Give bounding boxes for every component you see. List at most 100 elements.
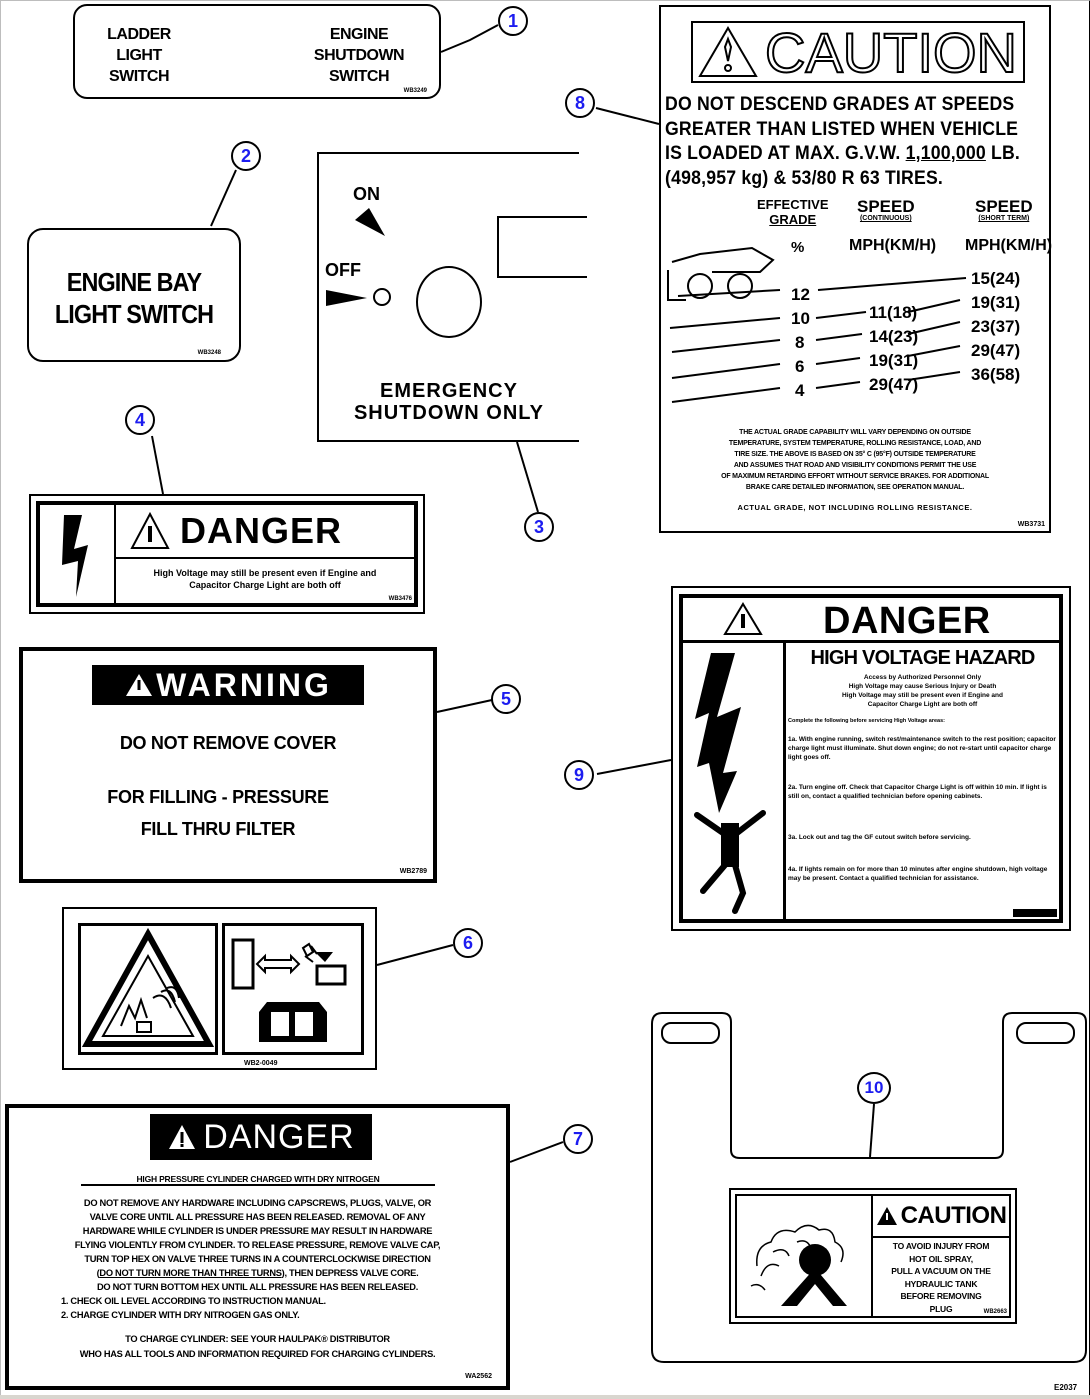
hazard-title: HIGH VOLTAGE HAZARD bbox=[810, 647, 1035, 669]
warning-triangle-icon bbox=[698, 26, 758, 77]
continuous-speed: 11(18) bbox=[869, 303, 918, 322]
electrocution-pictogram bbox=[683, 643, 786, 919]
ladder-light-switch-label: LADDER LIGHT SWITCH bbox=[107, 26, 171, 85]
warning-line-1: DO NOT REMOVE COVER bbox=[119, 733, 337, 753]
grade-column-header: EFFECTIVE GRADE bbox=[757, 197, 829, 227]
danger-steps: 1. CHECK OIL LEVEL ACCORDING TO INSTRUCT… bbox=[61, 1296, 326, 1320]
caution-footnote-final: ACTUAL GRADE, NOT INCLUDING ROLLING RESI… bbox=[737, 503, 973, 512]
decal-ladder-engine-switch: LADDER LIGHT SWITCH ENGINE SHUTDOWN SWIT… bbox=[73, 4, 441, 99]
danger-banner: DANGER bbox=[150, 1114, 372, 1160]
hazard-step-1: 1a. With engine running, switch rest/mai… bbox=[788, 736, 1056, 761]
indicator-hole-icon bbox=[373, 288, 391, 306]
part-code: WB3731 bbox=[1017, 521, 1045, 528]
manual-book-icon bbox=[259, 1002, 327, 1042]
part-code: WB2789 bbox=[399, 868, 427, 875]
part-code: WB3249 bbox=[403, 88, 427, 94]
callout-2: 2 bbox=[231, 141, 261, 171]
continuous-speed: 19(31) bbox=[869, 351, 919, 370]
engine-shutdown-switch-label: ENGINE SHUTDOWN SWITCH bbox=[313, 26, 405, 85]
on-arrow-icon bbox=[355, 208, 385, 236]
hazard-step-4: 4a. If lights remain on for more than 10… bbox=[788, 866, 1048, 882]
warning-banner: WARNING bbox=[92, 665, 364, 705]
danger-instructions: DO NOT REMOVE ANY HARDWARE INCLUDING CAP… bbox=[74, 1198, 441, 1292]
warning-line-3: FILL THRU FILTER bbox=[140, 819, 296, 839]
grade-value: 4 bbox=[795, 381, 805, 400]
hazard-intro: Access by Authorized Personnel Only High… bbox=[842, 674, 1003, 708]
hot-oil-spray-pictogram bbox=[737, 1196, 873, 1316]
explosion-triangle-icon bbox=[81, 927, 215, 1047]
signal-word: DANGER bbox=[180, 510, 343, 551]
decal-danger-high-voltage-hazard: DANGER HIGH VOLTAGE HAZARD Access by Aut… bbox=[671, 586, 1071, 931]
instruction-pictogram bbox=[222, 923, 364, 1055]
short-term-speed: 36(58) bbox=[971, 365, 1021, 384]
danger-header: DANGER bbox=[683, 598, 1059, 643]
decal-danger-high-pressure-cylinder: DANGER HIGH PRESSURE CYLINDER CHARGED WI… bbox=[5, 1104, 510, 1390]
decal-pictogram-explosion: WB2-0049 bbox=[62, 907, 377, 1070]
caution-message: DO NOT DESCEND GRADES AT SPEEDS GREATER … bbox=[665, 94, 1021, 189]
hazard-step-2: 2a. Turn engine off. Check that Capacito… bbox=[788, 784, 1047, 800]
caution-header: CAUTION bbox=[873, 1196, 1009, 1238]
grade-value: 12 bbox=[791, 285, 810, 304]
warning-triangle-icon bbox=[130, 512, 170, 549]
callout-10: 10 bbox=[857, 1072, 891, 1104]
engine-bay-light-switch-label: ENGINE BAY LIGHT SWITCH bbox=[54, 267, 214, 329]
emergency-shutdown-text: EMERGENCY SHUTDOWN ONLY bbox=[353, 380, 545, 424]
explosion-hazard-pictogram bbox=[78, 923, 218, 1055]
grade-unit: % bbox=[791, 239, 805, 256]
decal-warning-do-not-remove-cover: WARNING DO NOT REMOVE COVER FOR FILLING … bbox=[19, 647, 437, 883]
grade-value: 10 bbox=[791, 309, 810, 328]
cylinder-icon bbox=[231, 938, 255, 990]
decal-emergency-shutdown: ON OFF EMERGENCY SHUTDOWN ONLY bbox=[317, 152, 587, 442]
callout-3: 3 bbox=[524, 512, 554, 542]
part-code: WB2-0049 bbox=[244, 1060, 278, 1067]
callout-7: 7 bbox=[563, 1124, 593, 1154]
bottom-edge bbox=[0, 1395, 1090, 1399]
callout-1: 1 bbox=[498, 6, 528, 36]
decal-caution-hot-oil-spray: CAUTION TO AVOID INJURY FROM HOT OIL SPR… bbox=[729, 1188, 1017, 1324]
part-code: WB3248 bbox=[197, 350, 221, 356]
continuous-speed: 29(47) bbox=[869, 375, 919, 394]
callout-4: 4 bbox=[125, 405, 155, 435]
continuous-speed: 14(23) bbox=[869, 327, 919, 346]
short-term-speed-header: SPEED (SHORT TERM) bbox=[975, 197, 1033, 222]
warning-line-2: FOR FILLING - PRESSURE bbox=[107, 787, 329, 807]
warning-triangle-icon bbox=[876, 1207, 897, 1225]
warning-triangle-icon bbox=[169, 1125, 196, 1149]
danger-subtitle: HIGH PRESSURE CYLINDER CHARGED WITH DRY … bbox=[81, 1174, 435, 1186]
callout-5: 5 bbox=[491, 684, 521, 714]
signal-word: CAUTION bbox=[764, 20, 1018, 85]
continuous-unit: MPH(KM/H) bbox=[849, 237, 937, 254]
signal-word: DANGER bbox=[823, 600, 991, 642]
part-code: WA2562 bbox=[465, 1373, 492, 1380]
off-label: OFF bbox=[325, 260, 361, 280]
part-code-block bbox=[1013, 909, 1057, 917]
warning-triangle-icon bbox=[723, 602, 763, 635]
caution-header: CAUTION bbox=[691, 20, 1025, 85]
hazard-lead: Complete the following before servicing … bbox=[788, 718, 945, 724]
callout-6: 6 bbox=[453, 928, 483, 958]
warning-triangle-icon bbox=[126, 674, 153, 696]
decal-danger-high-voltage-small: DANGER High Voltage may still be present… bbox=[29, 494, 425, 614]
double-arrow-icon bbox=[255, 953, 301, 975]
spray-cloud-icon bbox=[750, 1224, 844, 1291]
on-label: ON bbox=[353, 184, 380, 204]
caution-footnote: THE ACTUAL GRADE CAPABILITY WILL VARY DE… bbox=[721, 429, 989, 491]
continuous-speed-header: SPEED (CONTINUOUS) bbox=[857, 197, 915, 222]
short-term-speed: 23(37) bbox=[971, 317, 1021, 336]
hazard-step-3: 3a. Lock out and tag the GF cutout switc… bbox=[788, 834, 971, 841]
notch-cutout bbox=[497, 216, 587, 278]
hazard-text-pane: HIGH VOLTAGE HAZARD Access by Authorized… bbox=[786, 643, 1059, 919]
grade-value: 6 bbox=[795, 357, 805, 376]
decal-caution-grade-speed: CAUTION DO NOT DESCEND GRADES AT SPEEDS … bbox=[659, 5, 1052, 533]
callout-9: 9 bbox=[564, 760, 594, 790]
short-term-speed: 29(47) bbox=[971, 341, 1021, 360]
danger-footer: TO CHARGE CYLINDER: SEE YOUR HAULPAK® DI… bbox=[79, 1334, 436, 1359]
part-code: WB3476 bbox=[388, 596, 412, 602]
lightning-bolt-icon bbox=[695, 653, 741, 813]
lightning-bolt-icon bbox=[40, 505, 116, 603]
caution-message: TO AVOID INJURY FROM HOT OIL SPRAY, PULL… bbox=[891, 1241, 991, 1314]
decal-engine-bay-light-switch: ENGINE BAY LIGHT SWITCH WB3248 bbox=[27, 228, 241, 362]
part-code: WB2663 bbox=[983, 1309, 1007, 1315]
falling-person-icon bbox=[694, 810, 766, 914]
grade-value: 8 bbox=[795, 333, 805, 352]
